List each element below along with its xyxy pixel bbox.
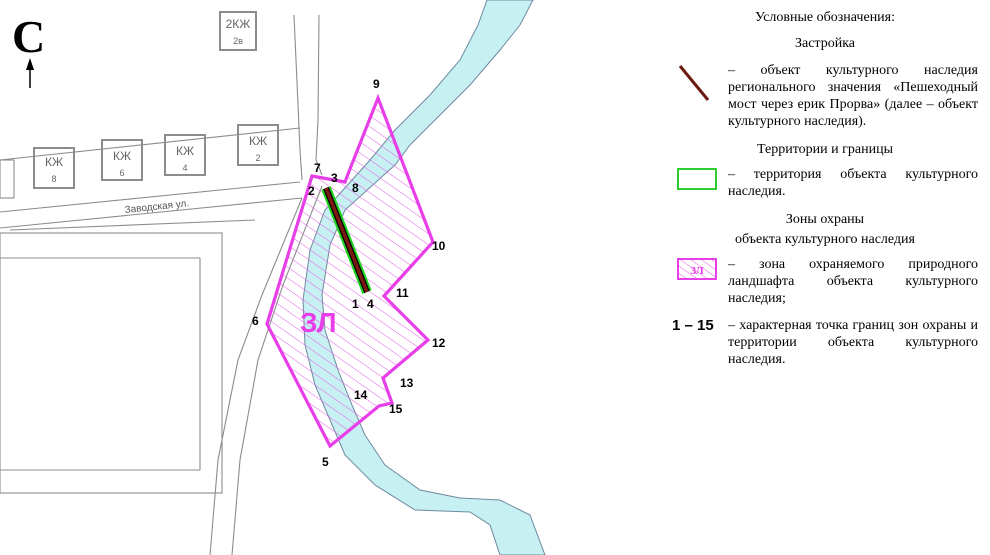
building-num: 2 [255, 153, 260, 163]
legend-section-territory: Территории и границы [757, 142, 893, 157]
legend-section-zones-2: объекта культурного наследия [735, 232, 915, 247]
roads [0, 14, 323, 555]
zone-symbol: ЗЛ [677, 258, 717, 280]
building-2kzh: 2КЖ 2в [219, 11, 257, 51]
zone-symbol-label: ЗЛ [690, 265, 704, 277]
point-label-11: 11 [396, 286, 409, 300]
point-label-9: 9 [373, 77, 380, 91]
building-num: 4 [182, 163, 187, 173]
point-label-4: 4 [367, 297, 374, 311]
building-kzh-4: КЖ 4 [164, 134, 206, 176]
point-label-15: 15 [389, 402, 403, 416]
legend-row-territory: – территория объекта культурного наследи… [672, 166, 978, 200]
legend-territory-text: – территория объекта культурного наследи… [728, 167, 978, 199]
point-label-6: 6 [252, 314, 259, 328]
heritage-object-symbol [678, 65, 710, 101]
building-code: КЖ [249, 134, 267, 148]
point-label-3: 3 [331, 171, 338, 185]
legend-zone-text: – зона охраняемого природного ландшафта … [728, 257, 978, 306]
legend-section-zones: Зоны охраны [785, 212, 865, 227]
protection-zone [265, 93, 435, 449]
building-code: 2КЖ [226, 17, 251, 31]
north-arrow-icon [26, 58, 34, 88]
building-num: 6 [119, 168, 124, 178]
building-kzh-6: КЖ 6 [101, 139, 143, 181]
point-label-1: 1 [352, 297, 359, 311]
north-label: С [12, 11, 46, 62]
point-label-8: 8 [352, 181, 359, 195]
point-label-2: 2 [308, 184, 315, 198]
building-code: КЖ [45, 155, 63, 169]
point-label-5: 5 [322, 455, 329, 469]
small-building-edge [0, 159, 15, 199]
land-plot [0, 232, 223, 494]
building-code: КЖ [176, 144, 194, 158]
street-label: Заводская ул. [124, 198, 190, 216]
point-label-10: 10 [432, 239, 446, 253]
point-label-12: 12 [432, 336, 446, 350]
heritage-object-bridge [324, 187, 369, 293]
legend-object-text: – объект культурного наследия региональн… [728, 63, 978, 129]
map-legend: Условные обозначения: Застройка – объект… [672, 6, 978, 368]
building-kzh-8: КЖ 8 [33, 147, 75, 189]
point-label-13: 13 [400, 376, 414, 390]
building-kzh-2: КЖ 2 [237, 124, 279, 166]
building-code: КЖ [113, 149, 131, 163]
points-symbol: 1 – 15 [672, 317, 714, 334]
point-label-7: 7 [314, 161, 321, 175]
building-num: 2в [233, 36, 243, 46]
point-label-14: 14 [354, 388, 368, 402]
legend-section-building: Застройка [794, 36, 856, 51]
legend-row-zone: ЗЛ – зона охраняемого природного ландшаф… [672, 256, 978, 307]
territory-symbol [677, 168, 717, 190]
building-num: 8 [51, 174, 56, 184]
map-area: 2КЖ 2в КЖ 8 КЖ 6 КЖ 4 КЖ 2 Заводская ул. [0, 0, 546, 555]
map-canvas: 2КЖ 2в КЖ 8 КЖ 6 КЖ 4 КЖ 2 Заводская ул. [0, 0, 546, 555]
legend-title: Условные обозначения: [754, 10, 896, 25]
legend-points-text: – характерная точка границ зон охраны и … [728, 318, 978, 367]
legend-row-points: 1 – 15 – характерная точка границ зон ох… [672, 317, 978, 368]
legend-row-object: – объект культурного наследия региональн… [672, 62, 978, 130]
zone-label: ЗЛ [300, 307, 337, 338]
